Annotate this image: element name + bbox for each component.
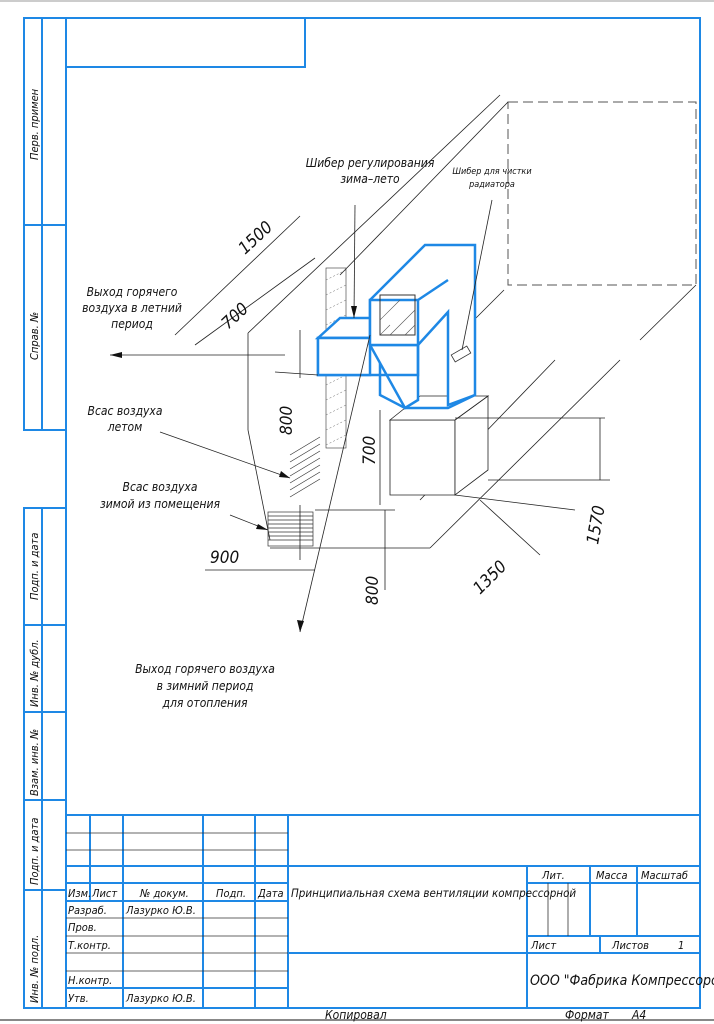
lit-label: Лит. — [541, 869, 565, 882]
header-sign: Подп. — [216, 887, 246, 900]
leader-lines — [110, 199, 610, 633]
sidebar-label: Инв. № подл. — [28, 935, 41, 1003]
role-approver: Утв. — [68, 992, 89, 1005]
dimension-1500: 1500 — [235, 217, 277, 258]
label-hot-air-summer: период — [111, 317, 153, 331]
label-intake-winter: Всас воздуха — [123, 480, 198, 494]
left-sidebar — [23, 17, 67, 1009]
top-stamp-box — [65, 17, 306, 68]
sidebar-label: Инв. № дубл. — [28, 639, 41, 707]
sidebar-label: Справ. № — [28, 312, 41, 360]
label-intake-summer: Всас воздуха — [88, 404, 163, 418]
label-hot-air-summer: Выход горячего — [87, 285, 178, 299]
label-hot-air-winter: в зимний период — [157, 679, 254, 693]
role-norm-control: Н.контр. — [68, 974, 112, 987]
sheets-label: Листов — [611, 939, 649, 952]
header-izm: Изм. — [68, 887, 91, 900]
compressor-base — [388, 395, 490, 496]
label-damper-line: Шибер регулирования — [306, 156, 435, 170]
ventilation-scheme — [110, 94, 697, 633]
label-damper-line: зима–лето — [340, 172, 400, 186]
format-label: Формат — [565, 1008, 610, 1022]
sidebar-label: Перв. примен — [28, 88, 41, 160]
developer-name: Лазурко Ю.В. — [125, 904, 196, 917]
copied-label: Копировал — [325, 1008, 387, 1022]
dimension-1570: 1570 — [583, 504, 609, 546]
header-date: Дата — [257, 887, 284, 900]
role-tech-control: Т.контр. — [68, 939, 111, 952]
dimension-800: 800 — [363, 576, 383, 605]
radiator-outline — [507, 101, 697, 286]
winter-intake-grille — [267, 511, 314, 547]
label-hot-air-winter: Выход горячего воздуха — [135, 662, 275, 676]
arrowheads — [110, 306, 357, 632]
role-checker: Пров. — [68, 921, 97, 934]
sidebar-label: Подп. и дата — [28, 533, 41, 600]
label-intake-summer: летом — [107, 420, 143, 434]
sheet-label: Лист — [530, 939, 556, 952]
sheets-count: 1 — [678, 939, 684, 952]
label-radiator-damper-line: радиатора — [468, 180, 515, 190]
label-hot-air-winter: для отопления — [162, 696, 248, 710]
dimension-1350: 1350 — [469, 557, 511, 599]
header-list: Лист — [91, 887, 117, 900]
role-developer: Разраб. — [68, 904, 107, 917]
company-name: ООО "Фабрика Компрессоров" — [530, 973, 714, 989]
ventilation-duct — [314, 243, 477, 410]
dimension-900: 900 — [210, 548, 239, 568]
approver-name: Лазурко Ю.В. — [125, 992, 196, 1005]
mass-label: Масса — [596, 869, 628, 882]
title-block — [66, 814, 700, 1008]
scale-label: Масштаб — [641, 869, 688, 882]
header-doc-no: № докум. — [139, 887, 189, 900]
summer-intake-grille — [289, 436, 321, 498]
document-title: Принципиальная схема вентиляции компресс… — [291, 886, 576, 900]
dimension-800: 800 — [277, 406, 297, 435]
label-intake-winter: зимой из помещения — [100, 497, 220, 511]
label-hot-air-summer: воздуха в летний — [82, 301, 182, 315]
dimension-700: 700 — [218, 299, 253, 334]
sidebar-label: Подп. и дата — [28, 818, 41, 885]
dimension-700: 700 — [360, 436, 380, 465]
sidebar-label: Взам. инв. № — [28, 729, 41, 796]
format-value: А4 — [631, 1008, 646, 1022]
label-radiator-damper-line: Шибер для чистки — [452, 167, 531, 177]
